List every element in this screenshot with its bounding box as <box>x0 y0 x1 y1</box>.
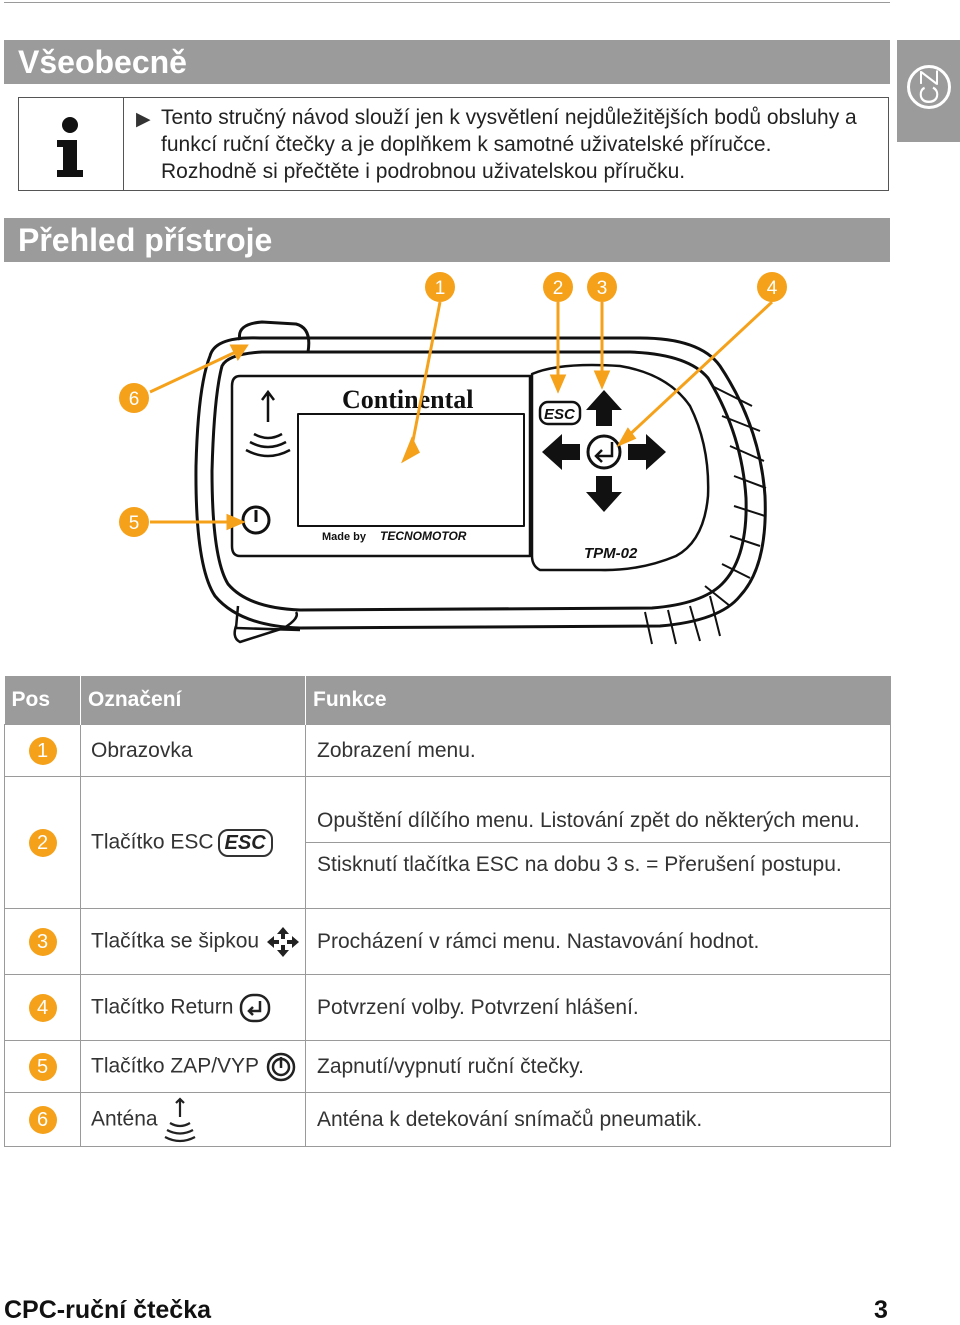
antenna-icon <box>164 1096 196 1142</box>
svg-text:ESC: ESC <box>544 406 576 423</box>
table-header-row: Pos Označení Funkce <box>4 676 891 725</box>
row-function: Zapnutí/vypnutí ruční čtečky. <box>317 1055 584 1078</box>
pos-number: 4 <box>28 993 57 1022</box>
top-rule <box>4 2 890 3</box>
row-function: Procházení v rámci menu. Nastavování hod… <box>317 930 760 953</box>
info-icon-cell <box>19 98 124 190</box>
section-title: Přehled přístroje <box>18 222 273 258</box>
svg-text:4: 4 <box>767 278 778 299</box>
section-header-overview: Přehled přístroje <box>4 218 890 262</box>
row-function: Opuštění dílčího menu. Listování zpět do… <box>317 809 860 832</box>
arrow-keys-icon <box>266 926 299 957</box>
power-icon <box>266 1052 295 1081</box>
svg-text:3: 3 <box>597 278 608 299</box>
footer-title: CPC-ruční čtečka <box>4 1296 212 1324</box>
language-code: CZ <box>914 69 944 105</box>
callout-3: 3 <box>587 272 617 302</box>
pos-number: 3 <box>28 927 57 956</box>
callout-5: 5 <box>119 507 149 537</box>
table-row: 5 Tlačítko ZAP/VYP Zapnutí/vypnutí ruční… <box>4 1040 891 1093</box>
return-key-icon <box>239 993 271 1022</box>
callout-6: 6 <box>119 383 149 413</box>
language-tab: CZ <box>897 40 960 142</box>
esc-key-icon: ESC <box>217 828 273 857</box>
page-number: 3 <box>874 1296 888 1324</box>
device-model: TPM-02 <box>584 545 638 562</box>
device-return-key <box>586 434 622 470</box>
pos-number: 1 <box>28 736 57 765</box>
svg-text:2: 2 <box>553 278 564 299</box>
row-function: Stisknutí tlačítka ESC na dobu 3 s. = Př… <box>306 842 890 886</box>
header-pos: Pos <box>4 676 81 725</box>
device-arrow-keys <box>542 390 666 512</box>
section-header-general: Všeobecně <box>4 40 890 84</box>
device-made-by: Made by <box>322 531 367 543</box>
row-label: Tlačítko ESC <box>91 830 214 854</box>
svg-text:5: 5 <box>129 513 140 534</box>
function-table: Pos Označení Funkce 1 Obrazovka Zobrazen… <box>4 676 891 1147</box>
device-brand: Continental <box>342 385 473 414</box>
bullet-triangle-icon: ▶ <box>136 109 151 130</box>
row-function: Zobrazení menu. <box>317 739 476 762</box>
table-row: 3 Tlačítka se šipkou Procházení v rámci … <box>4 908 891 975</box>
callout-4: 4 <box>757 272 787 302</box>
row-label: Obrazovka <box>80 724 306 777</box>
table-row: 4 Tlačítko Return Potvrzení volby. Potvr… <box>4 974 891 1041</box>
device-antenna-icon <box>245 389 291 458</box>
info-text: Tento stručný návod slouží jen k vysvětl… <box>161 106 857 183</box>
device-illustration: Continental Made by TECNOMOTOR TPM-02 ES… <box>119 272 787 645</box>
info-box: ▶ Tento stručný návod slouží jen k vysvě… <box>18 97 889 191</box>
row-label: Tlačítka se šipkou <box>91 929 260 953</box>
device-esc-key: ESC <box>538 400 582 426</box>
language-tab-circle <box>907 65 951 109</box>
table-row: 6 Anténa Anténa k detekování snímačů pne… <box>4 1092 891 1147</box>
device-power-button <box>241 505 271 535</box>
svg-text:1: 1 <box>435 278 446 299</box>
row-function: Potvrzení volby. Potvrzení hlášení. <box>317 996 639 1019</box>
pos-number: 2 <box>28 828 57 857</box>
callout-1: 1 <box>425 272 455 302</box>
table-row: 1 Obrazovka Zobrazení menu. <box>4 724 891 777</box>
info-icon <box>57 117 83 177</box>
row-label: Anténa <box>91 1107 158 1131</box>
svg-text:6: 6 <box>129 389 140 410</box>
header-function: Funkce <box>305 676 891 725</box>
row-label: Tlačítko ZAP/VYP <box>91 1054 259 1078</box>
pos-number: 6 <box>28 1105 57 1134</box>
device-maker: TECNOMOTOR <box>380 529 467 543</box>
row-label: Tlačítko Return <box>91 995 234 1019</box>
row-function: Anténa k detekování snímačů pneumatik. <box>317 1108 703 1131</box>
pos-number: 5 <box>28 1052 57 1081</box>
section-title: Všeobecně <box>18 44 187 80</box>
callout-2: 2 <box>543 272 573 302</box>
header-label: Označení <box>80 676 306 725</box>
